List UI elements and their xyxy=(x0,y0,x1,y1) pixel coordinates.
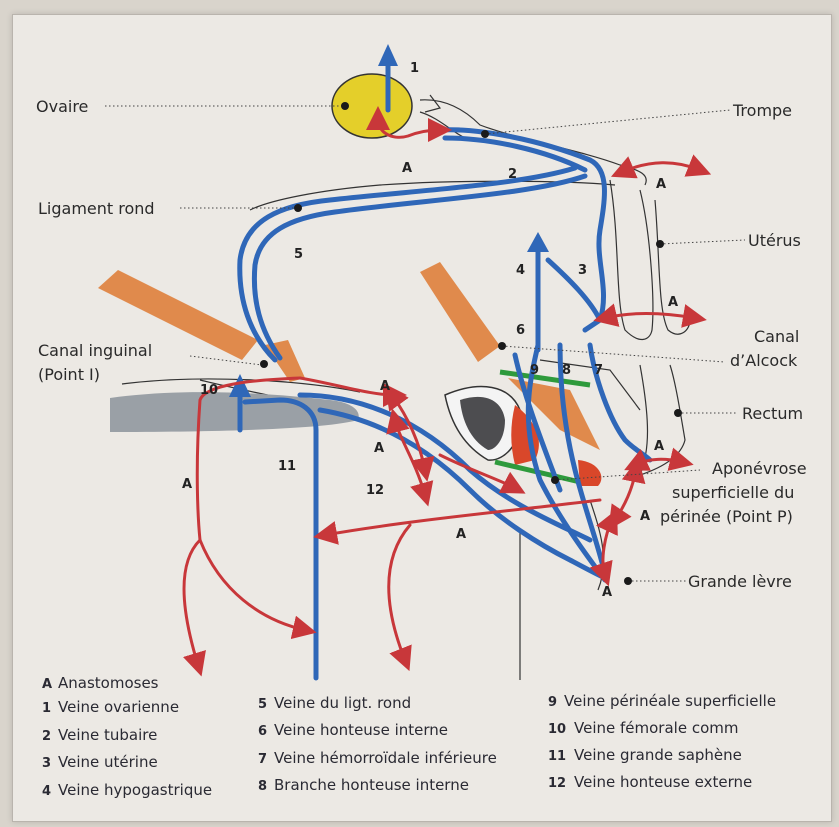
label-canal-inguinal: Canal inguinal xyxy=(38,341,152,360)
levator-muscle xyxy=(420,262,500,362)
num-5: 5 xyxy=(294,247,303,262)
num-a: A xyxy=(456,527,466,542)
num-a: A xyxy=(656,177,666,192)
num-8: 8 xyxy=(562,363,571,378)
label-canal: Canal xyxy=(754,327,799,346)
label-rectum: Rectum xyxy=(742,404,803,423)
label-trompe: Trompe xyxy=(732,101,792,120)
num-11: 11 xyxy=(278,459,296,474)
num-a: A xyxy=(654,439,664,454)
num-a: A xyxy=(402,161,412,176)
label-grande-levre: Grande lèvre xyxy=(688,572,792,591)
num-6: 6 xyxy=(516,323,525,338)
num-10: 10 xyxy=(200,383,218,398)
label-perinee: périnée (Point P) xyxy=(660,507,793,526)
num-9: 9 xyxy=(530,363,539,378)
anatomy-outlines xyxy=(200,95,690,680)
label-ovaire: Ovaire xyxy=(36,97,88,116)
label-ligament-rond: Ligament rond xyxy=(38,199,155,218)
vestibular-gland xyxy=(578,460,601,486)
num-a: A xyxy=(602,585,612,600)
label-aponevrose: Aponévrose xyxy=(712,459,807,478)
num-a: A xyxy=(668,295,678,310)
label-uterus: Utérus xyxy=(748,231,801,250)
num-4: 4 xyxy=(516,263,525,278)
num-12: 12 xyxy=(366,483,384,498)
num-3: 3 xyxy=(578,263,587,278)
num-a: A xyxy=(182,477,192,492)
num-a: A xyxy=(640,509,650,524)
num-7: 7 xyxy=(594,363,603,378)
label-superficielle: superficielle du xyxy=(672,483,794,502)
label-alcock: d’Alcock xyxy=(730,351,798,370)
num-a: A xyxy=(380,379,390,394)
num-1: 1 xyxy=(410,61,419,76)
label-point-i: (Point I) xyxy=(38,365,100,384)
num-a: A xyxy=(374,441,384,456)
num-2: 2 xyxy=(508,167,517,182)
